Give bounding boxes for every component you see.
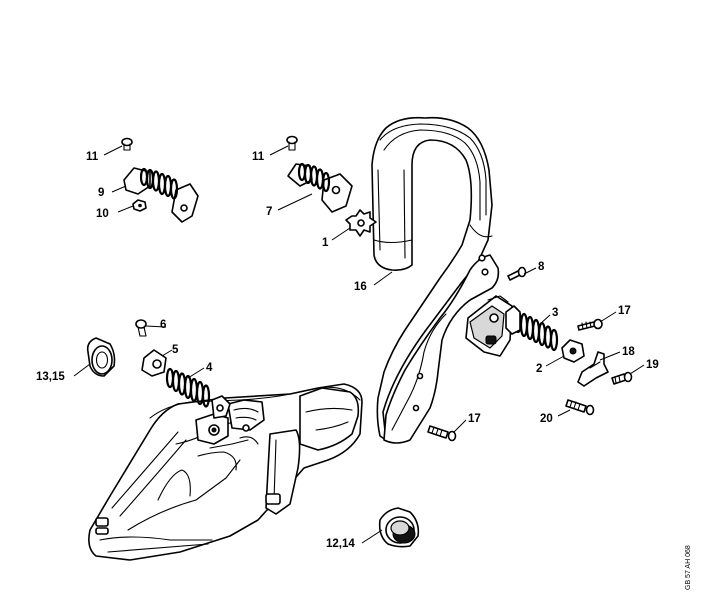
callout-6: 6 [160, 319, 166, 331]
nut-part-10 [132, 199, 147, 212]
star-washer-part-1 [345, 209, 377, 237]
callout-17-upper: 17 [618, 305, 631, 317]
callout-17-lower: 17 [468, 413, 481, 425]
callout-12-14: 12,14 [326, 538, 355, 550]
screw-part-6 [135, 319, 147, 337]
av-element-part-7 [287, 162, 353, 213]
leader-lines [73, 145, 645, 544]
callout-16: 16 [354, 281, 367, 293]
av-element-part-9 [123, 167, 199, 223]
spring-part-4 [165, 367, 231, 419]
callout-9: 9 [98, 187, 104, 199]
callout-labels: 11 9 10 11 7 1 16 8 3 2 17 18 19 20 17 6… [36, 151, 659, 550]
callout-11-middle: 11 [252, 151, 265, 163]
handlebar-part-16 [371, 116, 513, 444]
callout-7: 7 [266, 206, 272, 218]
callout-2: 2 [536, 363, 542, 375]
housing-chassis [88, 383, 363, 561]
callout-8: 8 [538, 261, 545, 273]
drawing-reference-code: GB 57 AH 068 [685, 545, 692, 590]
callout-19: 19 [646, 359, 659, 371]
washer-part-2 [561, 339, 585, 363]
screw-part-11-left [121, 137, 133, 151]
screw-part-8 [507, 266, 527, 281]
buffer-part-12-14 [378, 507, 420, 548]
callout-10: 10 [96, 208, 109, 220]
screw-part-11-middle [286, 135, 298, 151]
callout-5: 5 [172, 344, 179, 356]
screw-part-17-upper [577, 318, 603, 331]
screw-part-20 [565, 399, 595, 416]
callout-13-15: 13,15 [36, 371, 65, 383]
callout-3: 3 [552, 307, 558, 319]
callout-20: 20 [540, 413, 553, 425]
screw-part-19 [611, 371, 633, 385]
screw-part-17-lower [427, 425, 457, 442]
callout-4: 4 [206, 362, 213, 374]
callout-1: 1 [322, 237, 329, 249]
buffer-part-13-15 [86, 337, 116, 377]
bracket-part-18 [577, 351, 609, 387]
spring-part-3 [505, 305, 559, 352]
callout-18: 18 [622, 346, 635, 358]
sleeve-part-5 [141, 349, 167, 377]
callout-11-left: 11 [86, 151, 99, 163]
